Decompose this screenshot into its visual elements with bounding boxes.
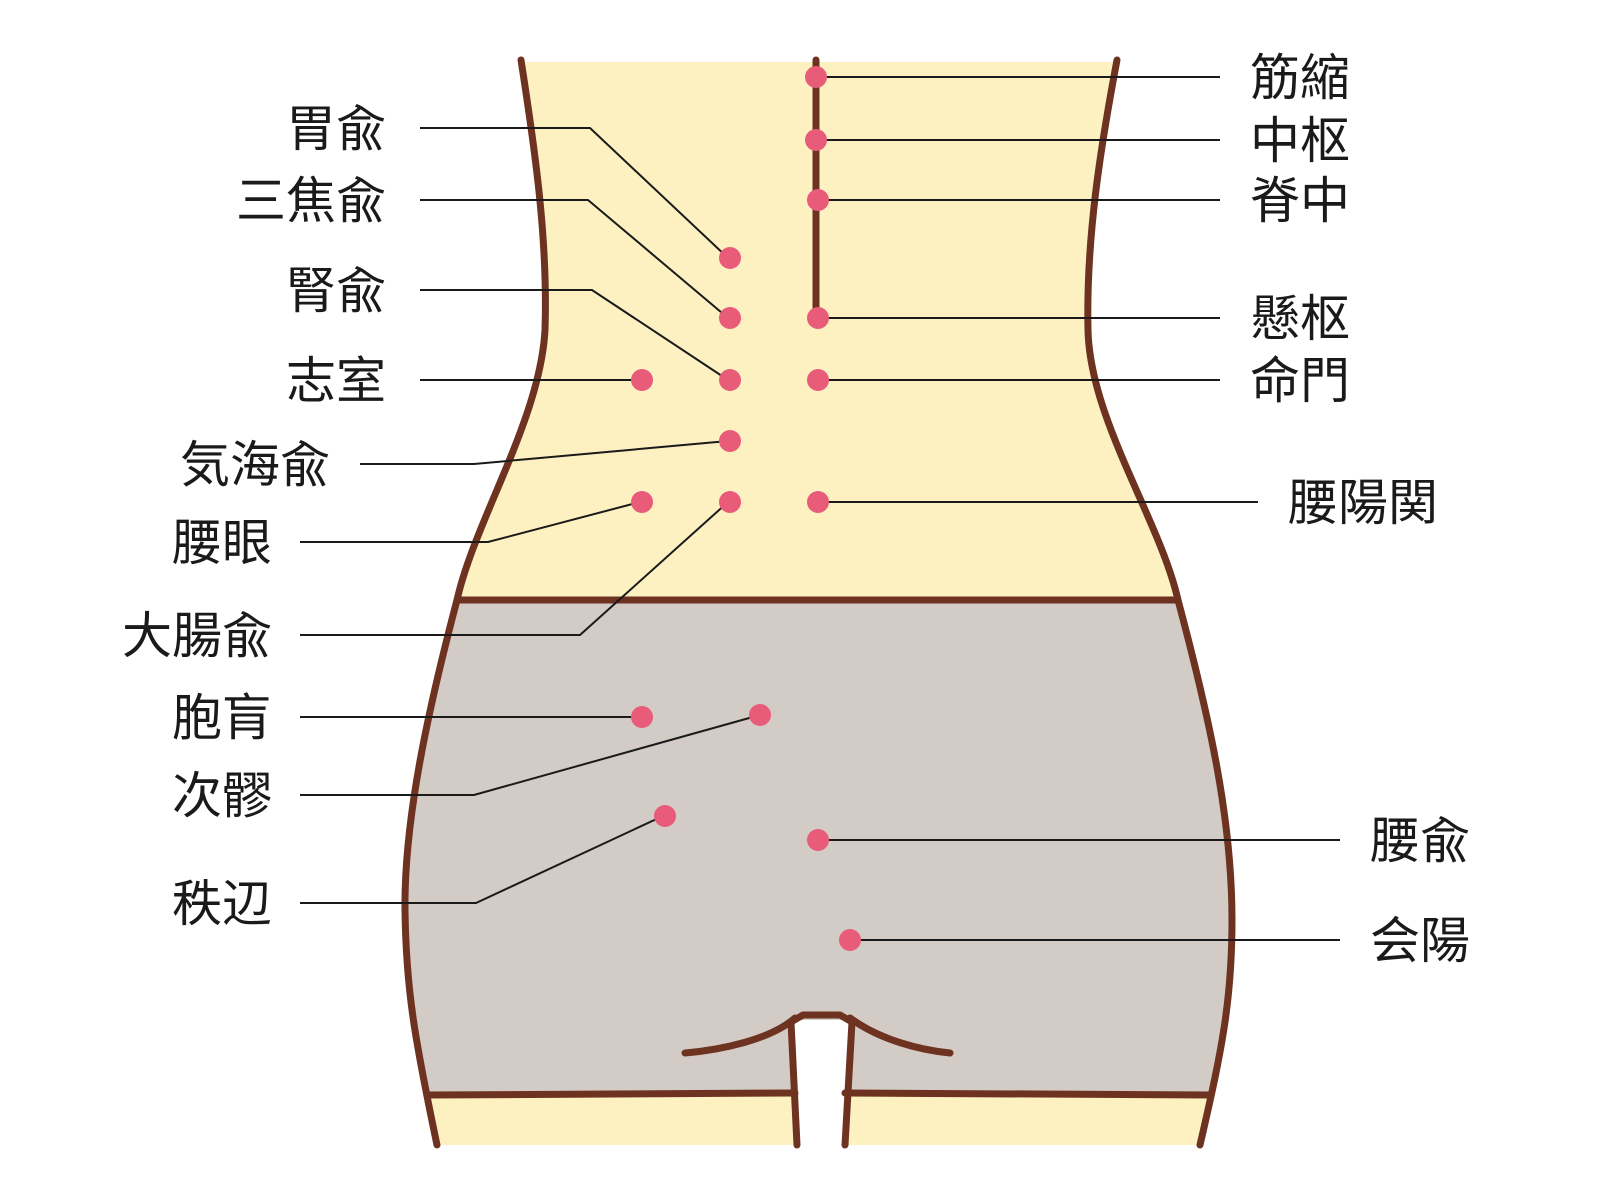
crotch-outline — [787, 1011, 856, 1149]
point-jinsuo — [805, 66, 827, 88]
crotch-gap — [790, 1020, 855, 1145]
label-mingmen: 命門 — [1250, 352, 1350, 410]
leader-ciliao — [300, 714, 761, 796]
point-zhishi — [631, 369, 653, 391]
right-thigh — [843, 1093, 1210, 1145]
point-baohuang — [631, 706, 653, 728]
leader-dachangyu — [300, 501, 729, 636]
point-huiyang — [839, 929, 861, 951]
label-yaoshu: 腰兪 — [1370, 812, 1470, 870]
leader-sanjiaoyu — [420, 199, 729, 319]
point-ciliao — [749, 704, 771, 726]
label-dachangyu: 大腸兪 — [122, 607, 272, 665]
label-shenyu: 腎兪 — [286, 262, 386, 320]
shorts-hem-right — [841, 1089, 1214, 1099]
label-qihaiyu: 気海兪 — [180, 436, 330, 494]
leader-zhibian — [300, 815, 664, 904]
point-zhongshu — [805, 129, 827, 151]
label-huiyang: 会陽 — [1370, 912, 1470, 970]
label-baohuang: 胞肓 — [172, 689, 272, 747]
point-weiyu — [719, 247, 741, 269]
label-ciliao: 次髎 — [172, 767, 272, 825]
label-yaoyan: 腰眼 — [172, 514, 272, 572]
label-sanjiaoyu: 三焦兪 — [236, 172, 386, 230]
point-jizhong — [807, 189, 829, 211]
back-skin — [457, 62, 1178, 600]
leader-qihaiyu — [360, 440, 729, 465]
label-zhibian: 秩辺 — [172, 875, 272, 933]
right-buttock-crease — [846, 1014, 954, 1057]
point-mingmen — [807, 369, 829, 391]
label-zhongshu: 中枢 — [1250, 112, 1350, 170]
label-yaoyangguan: 腰陽関 — [1288, 474, 1438, 532]
point-qihaiyu — [719, 430, 741, 452]
label-jinsuo: 筋縮 — [1250, 49, 1350, 107]
shorts-hem-left — [426, 1089, 799, 1099]
left-thigh — [430, 1093, 797, 1145]
point-yaoshu — [807, 829, 829, 851]
point-yaoyangguan — [807, 491, 829, 513]
label-xuanshu: 懸枢 — [1250, 290, 1350, 348]
point-xuanshu — [807, 307, 829, 329]
point-yaoyan — [631, 491, 653, 513]
leader-shenyu — [420, 289, 729, 381]
point-dachangyu — [719, 491, 741, 513]
leader-weiyu — [420, 127, 729, 259]
leader-yaoyan — [300, 501, 641, 543]
point-zhibian — [654, 805, 676, 827]
label-jizhong: 脊中 — [1250, 172, 1350, 230]
label-zhishi: 志室 — [286, 352, 386, 410]
point-sanjiaoyu — [719, 307, 741, 329]
label-weiyu: 胃兪 — [286, 100, 386, 158]
left-buttock-crease — [681, 1014, 799, 1057]
point-shenyu — [719, 369, 741, 391]
